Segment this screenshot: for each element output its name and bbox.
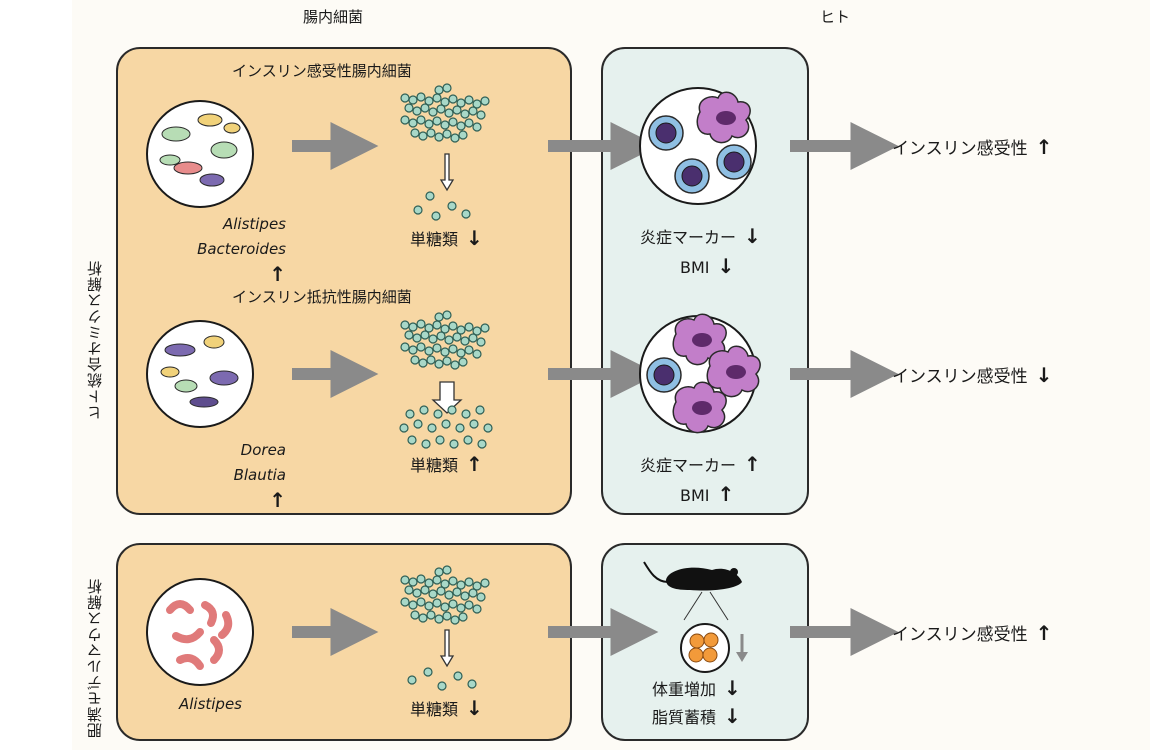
fat-cells-circle [680, 623, 730, 673]
polysaccharide-chain [400, 83, 490, 143]
immune-cells-low-inflammation [639, 87, 757, 205]
insulin-sensitivity-outcome: インスリン感受性 [892, 620, 1052, 645]
taxon-name: Alistipes [178, 695, 242, 713]
taxa-insulin-resistant: Dorea Blautia [146, 438, 286, 515]
taxon-name: Alistipes [222, 215, 286, 233]
gut-bacteria-header: 腸内細菌 [303, 8, 364, 26]
bmi-label: BMI [680, 254, 734, 278]
monosaccharide-label: 単糖類 [410, 452, 483, 476]
insulin-resistant-bacteria-title: インスリン抵抗性腸内細菌 [232, 288, 412, 306]
weight-gain-label: 体重増加 [652, 676, 741, 700]
polysaccharide-chain [400, 565, 490, 625]
lipid-accumulation-label: 脂質蓄積 [652, 704, 741, 728]
inflammation-marker-label: 炎症マーカー [640, 452, 761, 476]
monosaccharide-few-mouse [407, 667, 477, 691]
bacteria-circle-insulin-resistant [146, 320, 254, 428]
monosaccharide-label: 単糖類 [410, 696, 483, 720]
taxa-insulin-sensitive: Alistipes Bacteroides [146, 212, 286, 289]
immune-cells-high-inflammation [639, 313, 761, 434]
bmi-label: BMI [680, 482, 734, 506]
taxa-mouse: Alistipes [146, 692, 242, 717]
mouse-silhouette [643, 561, 742, 621]
monosaccharide-label: 単糖類 [410, 226, 483, 250]
bacteria-circle-insulin-sensitive [146, 100, 254, 208]
gray-process-arrows [292, 122, 899, 656]
taxon-name: Bacteroides [197, 240, 286, 258]
taxon-name: Dorea [240, 441, 286, 459]
taxon-name: Blautia [233, 466, 286, 484]
human-header: ヒト [820, 8, 851, 26]
insulin-sensitivity-outcome: インスリン感受性 [892, 134, 1052, 159]
degradation-arrows [431, 153, 463, 668]
inflammation-marker-label: 炎症マーカー [640, 224, 761, 248]
bacteria-circle-mouse-alistipes [146, 578, 254, 686]
insulin-sensitivity-outcome: インスリン感受性 [892, 362, 1052, 387]
insulin-sensitive-bacteria-title: インスリン感受性腸内細菌 [232, 62, 412, 80]
monosaccharide-few-top [413, 191, 471, 221]
fat-decrease-arrow [736, 634, 748, 662]
polysaccharide-chain [400, 310, 490, 370]
